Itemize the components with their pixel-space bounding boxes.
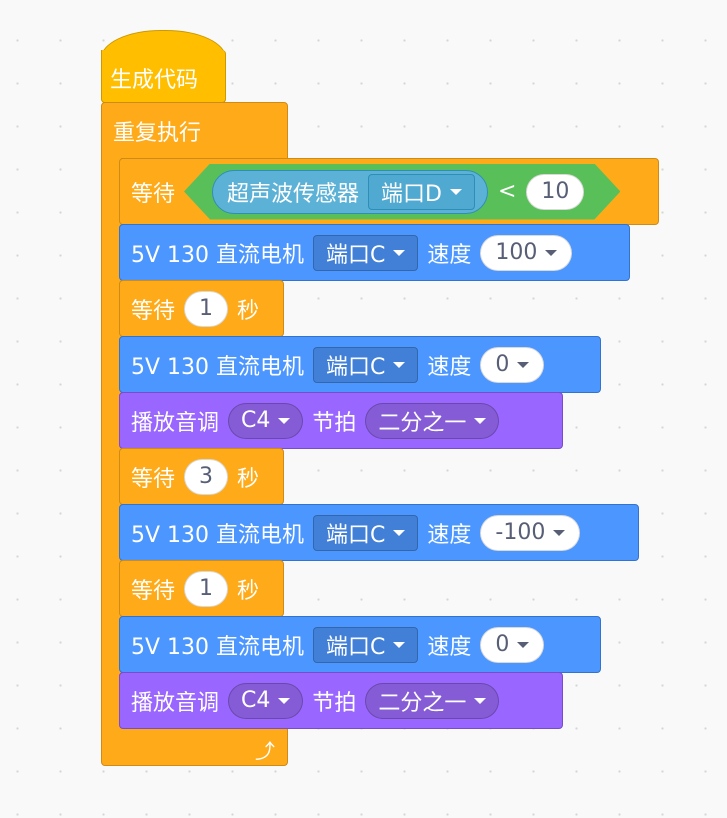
motor-port-dropdown[interactable]: 端口C <box>313 346 419 383</box>
wait-seconds-input[interactable]: 1 <box>184 570 229 607</box>
play-note-label: 播放音调 <box>131 410 220 436</box>
speed-dropdown[interactable]: -100 <box>480 514 581 551</box>
motor-block[interactable]: 5V 130 直流电机 端口C 速度 0 <box>119 616 601 673</box>
wait-until-label: 等待 <box>131 181 176 207</box>
seconds-label: 秒 <box>237 298 260 324</box>
chevron-down-icon <box>278 697 291 704</box>
sound-block[interactable]: 播放音调 C4 节拍 二分之一 <box>119 392 563 449</box>
sensor-port-value: 端口D <box>381 181 442 207</box>
hat-label: 生成代码 <box>110 68 199 93</box>
wait-label: 等待 <box>131 578 176 604</box>
motor-port-value: 端口C <box>326 242 386 268</box>
motor-label: 5V 130 直流电机 <box>131 522 305 548</box>
speed-value: -100 <box>495 520 546 545</box>
chevron-down-icon <box>517 641 530 648</box>
sensor-label: 超声波传感器 <box>227 181 360 207</box>
speed-label: 速度 <box>427 522 472 548</box>
beat-dropdown[interactable]: 二分之一 <box>365 682 500 719</box>
wait-label: 等待 <box>131 298 176 324</box>
speed-label: 速度 <box>427 354 472 380</box>
motor-block[interactable]: 5V 130 直流电机 端口C 速度 -100 <box>119 504 639 561</box>
seconds-label: 秒 <box>237 466 260 492</box>
speed-dropdown[interactable]: 100 <box>480 234 573 271</box>
wait-seconds-value: 1 <box>199 296 214 321</box>
threshold-value: 10 <box>541 179 570 204</box>
sensor-port-dropdown[interactable]: 端口D <box>368 174 475 210</box>
chevron-down-icon <box>474 697 487 704</box>
chevron-down-icon <box>393 249 406 256</box>
generate-code-hat-block[interactable]: 生成代码 <box>101 30 226 103</box>
forever-label: 重复执行 <box>113 120 202 146</box>
motor-port-value: 端口C <box>326 634 386 660</box>
sound-block[interactable]: 播放音调 C4 节拍 二分之一 <box>119 672 563 729</box>
note-value: C4 <box>241 688 271 713</box>
motor-port-dropdown[interactable]: 端口C <box>313 234 419 271</box>
chevron-down-icon <box>278 417 291 424</box>
ultrasonic-sensor-reporter[interactable]: 超声波传感器 端口D <box>212 170 488 214</box>
wait-until-block[interactable]: 等待 超声波传感器 端口D < 10 <box>119 158 659 225</box>
wait-seconds-value: 1 <box>199 576 214 601</box>
motor-port-value: 端口C <box>326 522 386 548</box>
wait-block[interactable]: 等待 1 秒 <box>119 280 284 337</box>
note-dropdown[interactable]: C4 <box>228 402 304 439</box>
chevron-down-icon <box>450 189 462 195</box>
motor-label: 5V 130 直流电机 <box>131 242 305 268</box>
chevron-down-icon <box>393 361 406 368</box>
speed-value: 100 <box>495 240 538 265</box>
chevron-down-icon <box>517 361 530 368</box>
motor-block[interactable]: 5V 130 直流电机 端口C 速度 0 <box>119 336 601 393</box>
beat-value: 二分之一 <box>378 410 467 436</box>
beat-dropdown[interactable]: 二分之一 <box>365 402 500 439</box>
speed-label: 速度 <box>427 634 472 660</box>
wait-block[interactable]: 等待 3 秒 <box>119 448 284 505</box>
motor-port-value: 端口C <box>326 354 386 380</box>
beat-label: 节拍 <box>312 410 357 436</box>
chevron-down-icon <box>545 249 558 256</box>
motor-block[interactable]: 5V 130 直流电机 端口C 速度 100 <box>119 224 630 281</box>
speed-value: 0 <box>495 632 510 657</box>
seconds-label: 秒 <box>237 578 260 604</box>
threshold-input[interactable]: 10 <box>526 174 584 210</box>
wait-seconds-value: 3 <box>199 464 214 489</box>
speed-label: 速度 <box>427 242 472 268</box>
speed-dropdown[interactable]: 0 <box>480 346 545 383</box>
motor-label: 5V 130 直流电机 <box>131 634 305 660</box>
play-note-label: 播放音调 <box>131 690 220 716</box>
speed-dropdown[interactable]: 0 <box>480 626 545 663</box>
beat-value: 二分之一 <box>378 690 467 716</box>
operator-symbol: < <box>497 179 517 204</box>
chevron-down-icon <box>393 529 406 536</box>
wait-seconds-input[interactable]: 3 <box>184 458 229 495</box>
wait-label: 等待 <box>131 466 176 492</box>
chevron-down-icon <box>553 529 566 536</box>
note-dropdown[interactable]: C4 <box>228 682 304 719</box>
beat-label: 节拍 <box>312 690 357 716</box>
speed-value: 0 <box>495 352 510 377</box>
less-than-operator[interactable]: 超声波传感器 端口D < 10 <box>184 164 620 220</box>
wait-block[interactable]: 等待 1 秒 <box>119 560 284 617</box>
motor-port-dropdown[interactable]: 端口C <box>313 626 419 663</box>
motor-label: 5V 130 直流电机 <box>131 354 305 380</box>
note-value: C4 <box>241 408 271 433</box>
chevron-down-icon <box>474 417 487 424</box>
chevron-down-icon <box>393 641 406 648</box>
motor-port-dropdown[interactable]: 端口C <box>313 514 419 551</box>
loop-arrow-icon: ⤴ <box>255 739 275 763</box>
wait-seconds-input[interactable]: 1 <box>184 290 229 327</box>
